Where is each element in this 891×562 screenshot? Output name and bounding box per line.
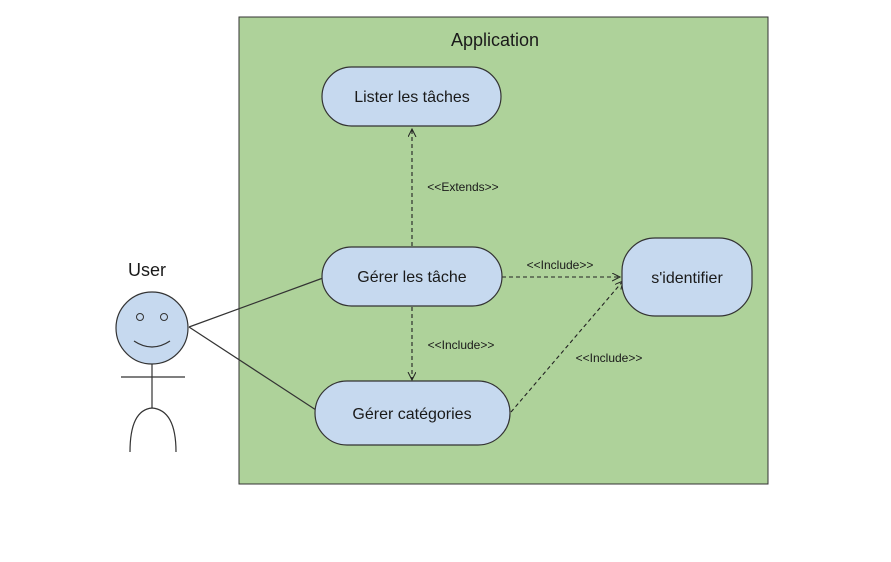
use-case-label: s'identifier: [651, 270, 723, 287]
include-label-taches-identifier: <<Include>>: [527, 258, 594, 272]
use-case-shape: [321, 246, 503, 307]
use-case-label: Lister les tâches: [354, 89, 470, 106]
use-case-label: Gérer catégories: [352, 406, 471, 423]
use-case-lister-taches[interactable]: Lister les tâches: [321, 66, 502, 127]
include-arrow-categories-identifier: [510, 281, 623, 413]
use-case-gerer-categories[interactable]: Gérer catégories: [314, 380, 511, 446]
include-label-categories-identifier: <<Include>>: [576, 351, 643, 365]
actor-user[interactable]: User: [115, 260, 189, 453]
actor-legs: [129, 407, 177, 453]
include-label-taches-categories: <<Include>>: [428, 338, 495, 352]
use-case-shape: [621, 237, 753, 317]
actor-eye-left: [136, 313, 144, 321]
actor-eye-right: [160, 313, 168, 321]
actor-head: [115, 291, 189, 365]
use-case-gerer-taches[interactable]: Gérer les tâche: [321, 246, 503, 307]
system-title: Application: [451, 30, 539, 50]
extends-label: <<Extends>>: [427, 180, 498, 194]
use-case-shape: [314, 380, 511, 446]
association-user-gerer-taches: [188, 277, 324, 328]
use-case-shape: [321, 66, 502, 127]
use-case-label: Gérer les tâche: [357, 269, 466, 286]
actor-smile: [133, 340, 171, 348]
actor-label: User: [128, 260, 166, 280]
association-user-gerer-categories: [188, 326, 317, 411]
use-case-sidentifier[interactable]: s'identifier: [621, 237, 753, 317]
